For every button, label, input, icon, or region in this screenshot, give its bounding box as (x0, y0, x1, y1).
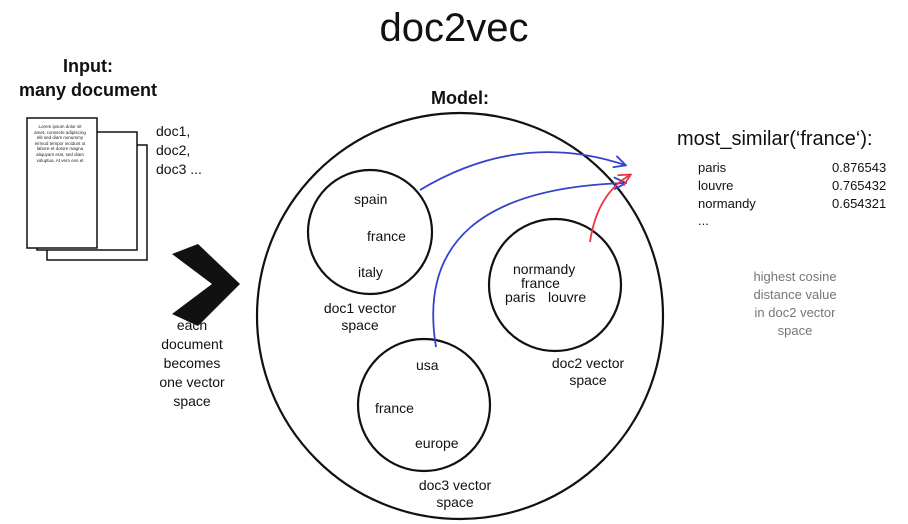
doc3-label: doc3 vector space (395, 477, 515, 511)
arrow-note-line: space (173, 393, 211, 409)
blue-arrow-doc3 (432, 183, 625, 348)
page-title: doc2vec (379, 6, 529, 50)
doc2-word-normandy: normandy (513, 261, 576, 277)
doc1-label-line2: space (341, 317, 379, 333)
docs-line1: doc1, (156, 123, 191, 139)
most-similar-score: 0.876543 (832, 160, 887, 175)
doc3-label-line2: space (436, 494, 474, 510)
doc1-word-france: france (367, 228, 406, 244)
doc1-label: doc1 vector space (300, 300, 420, 334)
input-title: Input: many document (8, 54, 168, 102)
arrow-note-line: becomes (163, 355, 221, 371)
most-similar-word: paris (698, 160, 727, 175)
document-page: Lorem ipsum dolor sit amet, consecte adi… (27, 118, 97, 248)
chevron-arrow-icon (172, 244, 240, 326)
doc2-label: doc2 vector space (528, 355, 648, 389)
docs-line3: doc3 ... (156, 161, 202, 177)
doc2-word-paris: paris (505, 289, 536, 305)
most-similar-score: 0.654321 (832, 196, 887, 211)
doc2-label-line1: doc2 vector (551, 355, 625, 371)
most-similar-word: louvre (698, 178, 734, 193)
doc3-word-europe: europe (415, 435, 459, 451)
cosine-note-line: space (777, 323, 813, 338)
doc2-label-line2: space (569, 372, 607, 388)
most-similar-word: normandy (698, 196, 756, 211)
cosine-note-line: distance value (753, 287, 837, 302)
doc3-word-usa: usa (416, 357, 439, 373)
docs-line2: doc2, (156, 142, 191, 158)
input-title-line2: many document (18, 80, 158, 100)
doc3-circle (356, 337, 492, 473)
most-similar-score: 0.765432 (832, 178, 887, 193)
arrow-note-line: one vector (159, 374, 225, 390)
model-circle (255, 111, 665, 521)
doc1-circle (306, 168, 434, 296)
document-stack-icon (26, 117, 148, 261)
doc1-label-line1: doc1 vector (323, 300, 397, 316)
arrow-note-line: document (161, 336, 223, 352)
cosine-note-line: in doc2 vector (754, 305, 836, 320)
docs-list-label: doc1, doc2, doc3 ... (156, 122, 226, 179)
most-similar-title: most_similar(‘france‘): (677, 128, 873, 150)
doc2-word-louvre: louvre (548, 289, 587, 305)
red-arrow-doc2 (589, 175, 630, 243)
arrow-note: each document becomes one vector space (142, 316, 242, 411)
blue-arrow-doc1 (419, 151, 625, 191)
cosine-note-line: highest cosine (753, 269, 837, 284)
arrow-note-line: each (176, 317, 208, 333)
document-page-text: Lorem ipsum dolor sit amet, consecte adi… (34, 124, 86, 163)
input-title-line1: Input: (63, 56, 113, 76)
model-title: Model: (431, 88, 489, 108)
doc1-word-spain: spain (354, 191, 388, 207)
most-similar-ellipsis: ... (698, 213, 709, 228)
doc2-word-france: france (521, 275, 560, 291)
cosine-note: highest cosine distance value in doc2 ve… (735, 268, 855, 340)
doc3-word-france: france (375, 400, 414, 416)
doc1-word-italy: italy (358, 264, 383, 280)
doc2-circle (487, 217, 623, 353)
doc3-label-line1: doc3 vector (418, 477, 492, 493)
